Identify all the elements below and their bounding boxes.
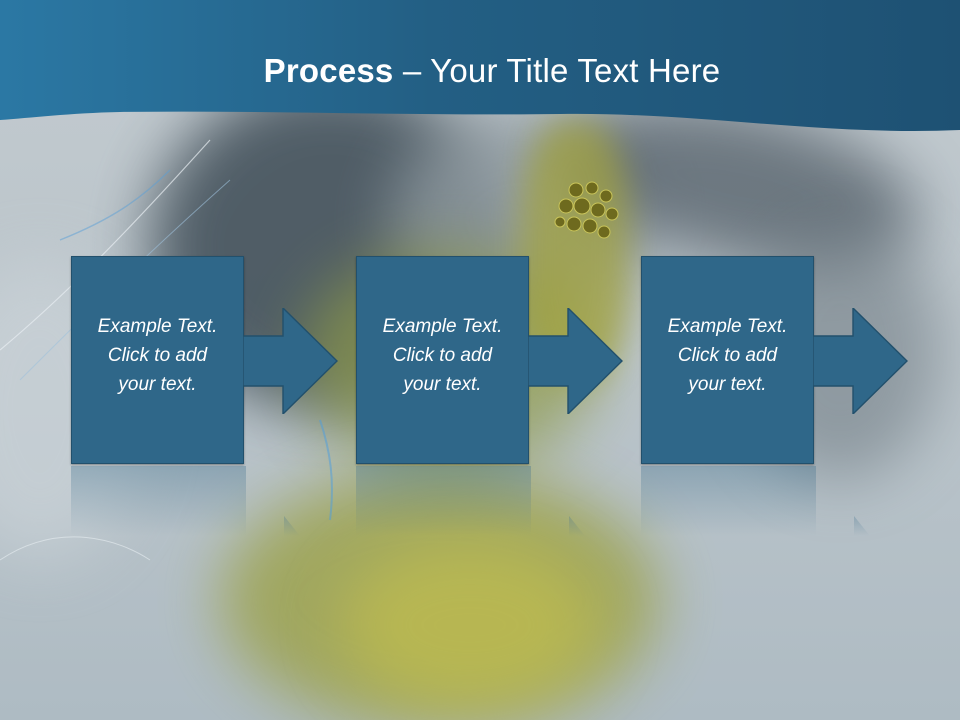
process-step-box[interactable]: [356, 256, 529, 464]
arrow-right-icon: [813, 308, 908, 414]
page-title-bold: Process: [263, 52, 394, 89]
process-step-1[interactable]: Example Text. Click to add your text.: [71, 256, 338, 466]
process-step-3-reflection: [641, 466, 816, 536]
process-step-3[interactable]: Example Text. Click to add your text.: [641, 256, 908, 466]
arrow-right-icon: [243, 308, 338, 414]
process-step-2[interactable]: Example Text. Click to add your text.: [356, 256, 623, 466]
process-step-text[interactable]: Example Text. Click to add your text.: [667, 316, 788, 395]
process-step-text[interactable]: Example Text. Click to add your text.: [97, 316, 218, 395]
background-dress-highlight: [340, 540, 600, 710]
page-title: Process – Your Title Text Here: [0, 52, 960, 90]
process-step-1-reflection: [71, 466, 246, 536]
process-step-text[interactable]: Example Text. Click to add your text.: [382, 316, 503, 395]
process-step-box[interactable]: [641, 256, 814, 464]
dress-ornament-decoration: [554, 181, 619, 239]
arrow-right-icon: [528, 308, 623, 414]
header-band: [0, 0, 960, 131]
page-title-rest: – Your Title Text Here: [393, 52, 721, 89]
process-step-box[interactable]: [71, 256, 244, 464]
process-step-2-reflection: [356, 466, 531, 536]
